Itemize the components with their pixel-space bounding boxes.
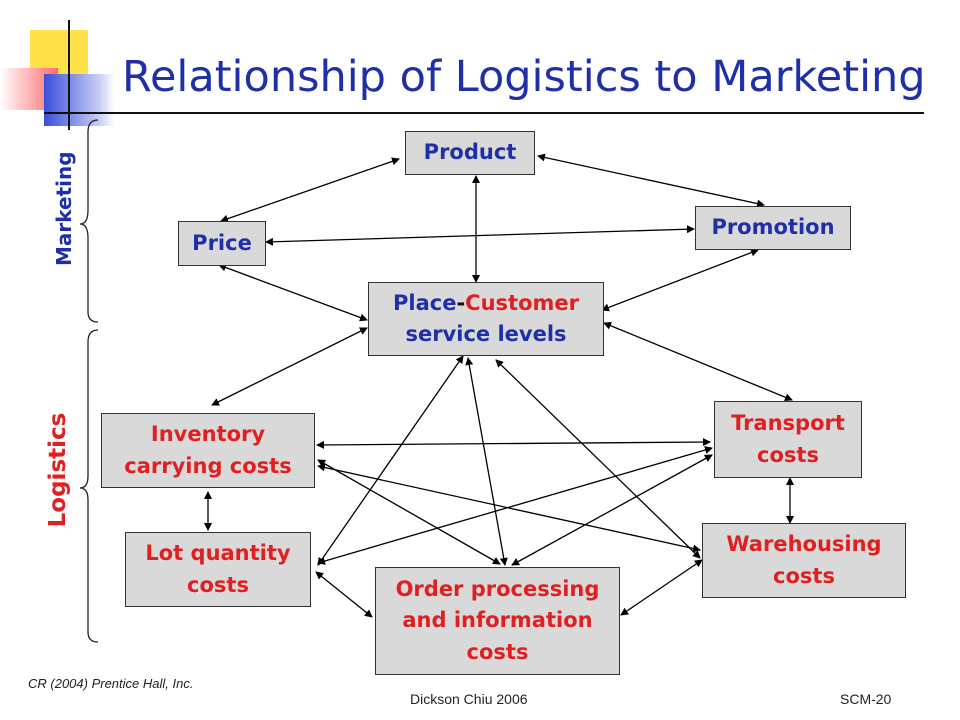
deco-blue-square — [44, 74, 114, 126]
lot-line1: Lot quantity — [145, 541, 291, 565]
deco-horizontal-line — [44, 112, 924, 114]
promotion-box: Promotion — [695, 206, 851, 250]
service-levels-label: service levels — [405, 322, 567, 346]
slide-title: Relationship of Logistics to Marketing — [122, 52, 926, 102]
slide-number: SCM-20 — [840, 691, 892, 707]
order-line3: costs — [466, 639, 529, 664]
inventory-box: Inventory carrying costs — [101, 413, 315, 488]
warehousing-box: Warehousing costs — [702, 523, 906, 598]
inventory-line1: Inventory — [150, 422, 266, 446]
lot-quantity-box: Lot quantity costs — [125, 532, 311, 607]
product-label: Product — [423, 140, 517, 165]
price-box: Price — [178, 221, 266, 266]
price-label: Price — [192, 230, 252, 255]
promotion-label: Promotion — [711, 215, 835, 240]
order-line2: and information — [402, 608, 593, 633]
inventory-line2: carrying costs — [124, 453, 292, 478]
order-processing-box: Order processing and information costs — [375, 567, 620, 675]
warehousing-line2: costs — [773, 563, 835, 588]
author-text: Dickson Chiu 2006 — [410, 691, 528, 707]
place-customer-box: Place-Customer service levels — [368, 282, 604, 356]
deco-vertical-line — [68, 20, 70, 130]
transport-box: Transport costs — [714, 401, 862, 478]
place-dash: - — [456, 290, 466, 315]
customer-label: Customer — [465, 290, 579, 315]
marketing-label: Marketing — [52, 151, 76, 266]
logistics-label: Logistics — [45, 412, 71, 528]
order-line1: Order processing — [395, 576, 600, 601]
transport-line2: costs — [757, 442, 819, 467]
product-box: Product — [405, 131, 535, 175]
place-label: Place — [393, 290, 457, 315]
lot-line2: costs — [187, 572, 249, 597]
transport-line1: Transport — [731, 411, 845, 435]
warehousing-line1: Warehousing — [726, 532, 882, 556]
credit-text: CR (2004) Prentice Hall, Inc. — [28, 676, 194, 691]
